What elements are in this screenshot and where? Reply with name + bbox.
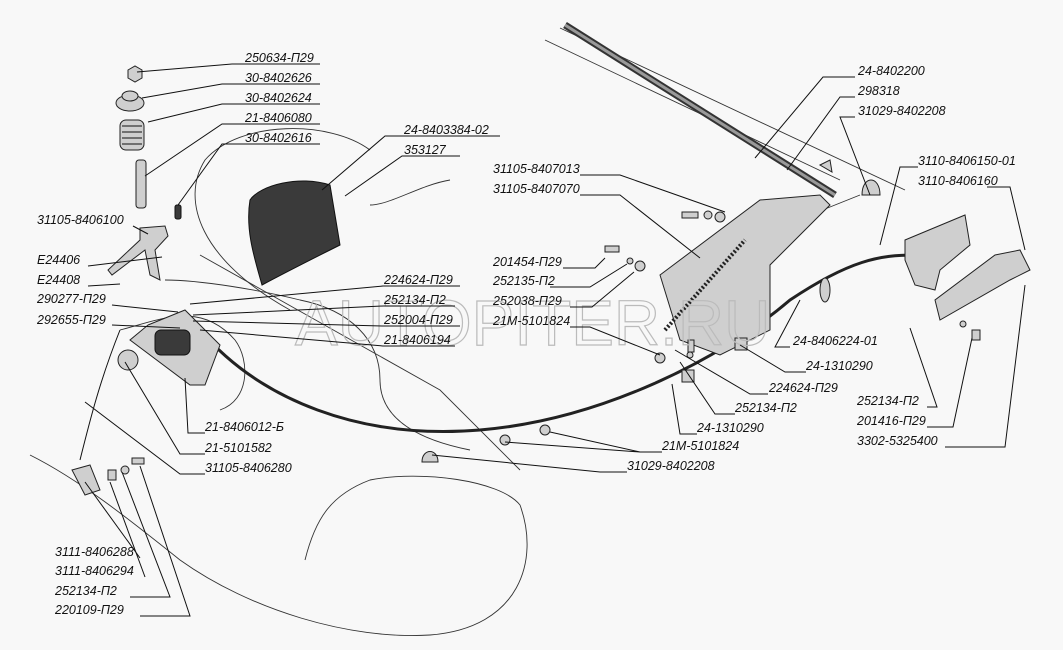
- part-label: 252038-П29: [492, 294, 562, 308]
- part-label: 24-1310290: [805, 359, 873, 373]
- part-label: 250634-П29: [244, 51, 314, 65]
- part-label: 24-8406224-01: [792, 334, 878, 348]
- part-label: 31029-8402208: [858, 104, 946, 118]
- part-label: 24-8402200: [857, 64, 925, 78]
- insulation-pad: [248, 180, 341, 286]
- part-label: 3111-8406294: [55, 564, 134, 578]
- part-label: 224624-П29: [768, 381, 838, 395]
- part-label: 201416-П29: [856, 414, 926, 428]
- part-label: 3110-8406160: [918, 174, 998, 188]
- part-label: 292655-П29: [36, 313, 106, 327]
- part-label: 21-8406012-Б: [204, 420, 284, 434]
- part-label: 30-8402626: [245, 71, 312, 85]
- part-label: 31105-8406280: [205, 461, 292, 475]
- part-label: 252134-П2: [856, 394, 919, 408]
- leader-lines: [84, 63, 1026, 617]
- part-label: 21-8406194: [383, 333, 451, 347]
- part-label: 31105-8407013: [493, 162, 580, 176]
- pin: [135, 159, 147, 209]
- part-label: 21М-5101824: [661, 439, 739, 453]
- small-spring: [174, 204, 182, 220]
- part-label: 252134-П2: [54, 584, 117, 598]
- part-label: 31105-8407070: [493, 182, 580, 196]
- spring: [119, 119, 145, 151]
- part-label: 220109-П29: [54, 603, 124, 617]
- part-label: 24-1310290: [696, 421, 764, 435]
- part-label: 3110-8406150-01: [918, 154, 1016, 168]
- parts: [71, 65, 1031, 496]
- part-label: 298318: [857, 84, 900, 98]
- part-label: 252134-П2: [383, 293, 446, 307]
- support-bracket: [934, 249, 1031, 321]
- lever-bracket: [107, 225, 169, 281]
- part-label: 30-8402616: [245, 131, 312, 145]
- part-label: E24408: [37, 273, 80, 287]
- part-label: 24-8403384-02: [403, 123, 489, 137]
- grommet: [819, 277, 831, 303]
- latch-bracket: [904, 214, 971, 291]
- plug: [117, 349, 139, 371]
- part-label: 3302-5325400: [857, 434, 938, 448]
- clip: [71, 464, 101, 496]
- part-label: 353127: [404, 143, 447, 157]
- part-label: 252134-П2: [734, 401, 797, 415]
- nut: [127, 65, 143, 83]
- part-label: 21-5101582: [204, 441, 272, 455]
- rod: [79, 329, 121, 461]
- part-label: 290277-П29: [36, 292, 106, 306]
- part-label: 21-8406080: [244, 111, 312, 125]
- part-label: 3111-8406288: [55, 545, 134, 559]
- part-label: 252004-П29: [383, 313, 453, 327]
- hood-release-cable: [198, 253, 916, 434]
- part-label: 252135-П2: [492, 274, 555, 288]
- part-label: 31029-8402208: [627, 459, 715, 473]
- watermark: AUTOPITER.RU: [295, 287, 770, 359]
- part-label: 224624-П29: [383, 273, 453, 287]
- part-label: 31105-8406100: [37, 213, 124, 227]
- part-label: 30-8402624: [245, 91, 312, 105]
- part-label: 201454-П29: [492, 255, 562, 269]
- part-label: 21М-5101824: [492, 314, 570, 328]
- part-labels: 250634-П29 30-8402626 30-8402624 21-8406…: [36, 51, 1016, 617]
- part-label: E24406: [37, 253, 80, 267]
